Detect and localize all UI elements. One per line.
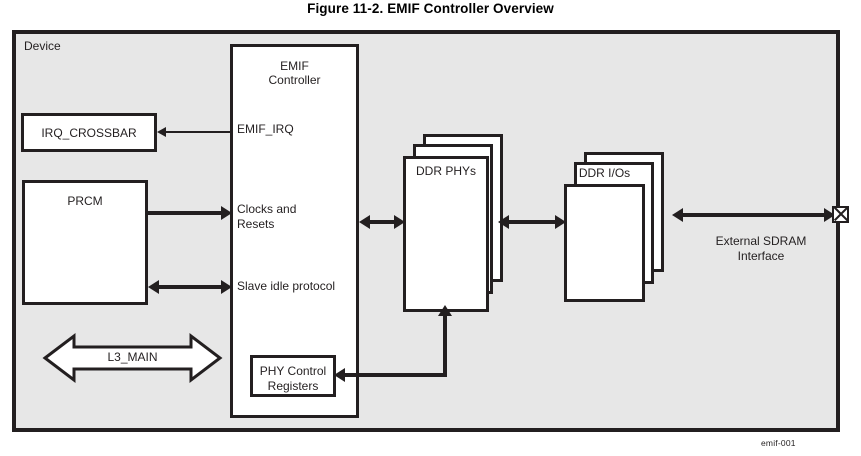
arrow-phyctrl-feedback-head-up (438, 305, 452, 316)
arrow-prcm-slave-head-left (148, 280, 159, 294)
emif-title-line2: Controller (268, 73, 321, 87)
figure-title: Figure 11-2. EMIF Controller Overview (307, 1, 554, 16)
emif-title-line1: EMIF (280, 59, 309, 73)
clocks-line2: Resets (237, 217, 275, 231)
arrow-l3-main (42, 332, 223, 384)
arrow-phyctrl-feedback-horizontal (344, 373, 447, 377)
arrow-external-sdram-head-right (824, 208, 835, 222)
external-pad-icon (832, 206, 849, 223)
label-l3-main: L3_MAIN (107, 350, 158, 364)
arrow-prcm-clocks-head (221, 206, 232, 220)
ddr-ios-card-front (564, 184, 645, 302)
arrow-emif-ddrphys-line (367, 220, 397, 224)
arrow-ddrphys-ddrios-head-right (555, 215, 566, 229)
block-phy-control-registers[interactable]: PHY Control Registers (250, 355, 336, 397)
arrow-ddrphys-ddrios-head-left (498, 215, 509, 229)
ddr-phys-card-front (403, 156, 489, 312)
arrow-emif-irq-head (157, 127, 166, 137)
arrow-emif-irq-line (165, 131, 230, 133)
device-label: Device (24, 39, 61, 53)
block-emif-controller-label: EMIF Controller (233, 59, 356, 87)
port-label-emif-irq: EMIF_IRQ (237, 122, 294, 136)
arrow-emif-ddrphys-head-right (394, 215, 405, 229)
phy-regs-line1: PHY Control (259, 364, 327, 378)
ext-sdram-line1: External SDRAM (715, 234, 807, 248)
arrow-prcm-clocks-line (148, 211, 222, 215)
phy-regs-line2: Registers (267, 379, 319, 393)
arrow-ddrphys-ddrios-line (506, 220, 560, 224)
block-irq-crossbar[interactable]: IRQ_CROSSBAR (21, 113, 157, 152)
block-ddr-ios-stack[interactable]: DDR I/Os (564, 152, 664, 304)
diagram-canvas: Device IRQ_CROSSBAR PRCM EMIF Controller… (0, 22, 861, 456)
block-ddr-phys-label: DDR PHYs (415, 164, 476, 178)
ext-sdram-line2: Interface (737, 249, 785, 263)
clocks-line1: Clocks and (237, 202, 297, 216)
block-phy-control-registers-label: PHY Control Registers (253, 364, 333, 394)
arrow-phyctrl-feedback-head-left (334, 368, 345, 382)
block-prcm-label: PRCM (67, 194, 103, 208)
label-external-sdram-interface: External SDRAM Interface (686, 234, 836, 264)
arrow-external-sdram-line (680, 213, 832, 217)
arrow-phyctrl-feedback-vertical (443, 314, 447, 377)
block-irq-crossbar-label: IRQ_CROSSBAR (41, 126, 137, 140)
port-label-slave-idle-protocol: Slave idle protocol (237, 279, 336, 293)
arrow-external-sdram-head-left (672, 208, 683, 222)
port-label-clocks-and-resets: Clocks and Resets (237, 202, 296, 232)
figure-id-label: emif-001 (761, 438, 796, 448)
block-ddr-ios-label: DDR I/Os (578, 166, 631, 180)
block-prcm[interactable]: PRCM (22, 180, 148, 305)
arrow-prcm-slave-line (156, 285, 222, 289)
arrow-prcm-slave-head-right (221, 280, 232, 294)
block-ddr-phys-stack[interactable]: DDR PHYs (403, 134, 503, 314)
arrow-emif-ddrphys-head-left (359, 215, 370, 229)
